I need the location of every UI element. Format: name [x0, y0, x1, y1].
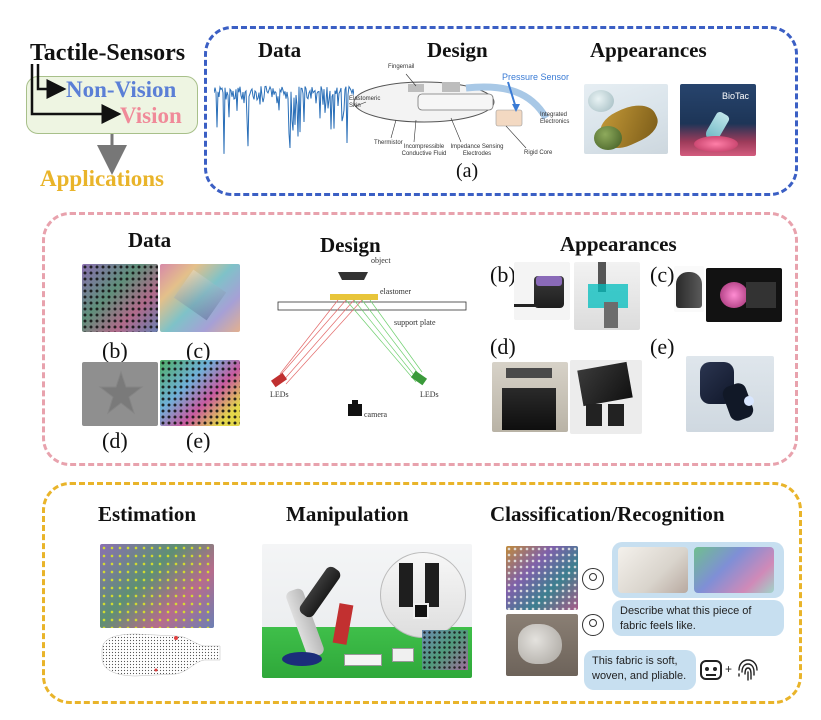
- nv-label-impedance-electrodes: Impedance Sensing Electrodes: [450, 144, 504, 157]
- v-appearances-heading: Appearances: [560, 232, 677, 256]
- fingerprint-icon: [738, 659, 758, 681]
- chat-answer-bubble: This fabric is soft, woven, and pliable.: [584, 650, 696, 690]
- v-design-label-leds-left: LEDs: [270, 390, 289, 399]
- classification-rock-photo: [506, 614, 578, 676]
- v-data-caption-c: (c): [186, 338, 211, 363]
- nv-appearance-photo-biotac: [680, 84, 756, 156]
- v-app-photo-b2: [574, 262, 640, 330]
- v-data-heading: Data: [128, 228, 172, 252]
- classification-heading: Classification/Recognition: [490, 502, 725, 526]
- nv-appearance-photo-1: [584, 84, 668, 154]
- nv-caption-a: (a): [456, 160, 479, 182]
- v-data-caption-e: (e): [186, 428, 211, 453]
- v-design-diagram: [270, 272, 467, 416]
- chat-image-bubble: [612, 542, 784, 598]
- nv-label-fingernail: Fingernail: [388, 64, 415, 70]
- nv-label-elastomeric-skin: Elastomeric Skin: [349, 96, 381, 109]
- non-vision-section: [204, 26, 798, 196]
- applications-section: [42, 482, 802, 704]
- nv-appearances-heading: Appearances: [590, 38, 707, 62]
- v-data-image-e: [160, 360, 240, 426]
- v-app-photo-c2: [706, 268, 782, 322]
- v-design-label-elastomer: elastomer: [380, 287, 412, 296]
- star-shape: [98, 370, 144, 415]
- v-data-caption-b: (b): [102, 338, 128, 363]
- nv-biotac-label: BioTac: [722, 91, 750, 101]
- v-design-label-leds-right: LEDs: [420, 390, 439, 399]
- user-avatar-head: [589, 573, 597, 581]
- v-app-photo-b1: [514, 262, 570, 320]
- v-data-image-d: [82, 362, 158, 426]
- user-avatar-head-2: [589, 619, 597, 627]
- tree-arrows: [30, 64, 127, 175]
- v-app-caption-e: (e): [650, 334, 675, 359]
- nv-label-pressure-sensor: Pressure Sensor: [502, 72, 570, 82]
- nv-label-integrated-electronics: Integrated Electronics: [540, 112, 570, 125]
- robot-icon: [700, 660, 722, 680]
- manipulation-robot-photo: [262, 544, 472, 678]
- nv-label-incompressible-fluid: Incompressible Conductive Fluid: [401, 144, 447, 157]
- nv-label-thermistor: Thermistor: [374, 140, 403, 146]
- nv-design-heading: Design: [427, 38, 488, 62]
- v-data-image-c: [160, 264, 240, 332]
- plus-icon: +: [725, 662, 733, 676]
- v-design-label-camera: camera: [364, 410, 388, 419]
- v-design-heading: Design: [320, 233, 381, 257]
- nv-label-rigid-core: Rigid Core: [524, 150, 553, 156]
- v-app-caption-b: (b): [490, 262, 516, 287]
- estimation-point-cloud: [101, 633, 221, 677]
- nv-data-heading: Data: [258, 38, 302, 62]
- vision-label: Vision: [120, 103, 182, 128]
- v-app-caption-d: (d): [490, 334, 516, 359]
- manipulation-heading: Manipulation: [286, 502, 409, 526]
- nv-design-diagram: [353, 73, 550, 149]
- v-data-caption-d: (d): [102, 428, 128, 453]
- v-app-photo-c1: [674, 266, 704, 312]
- estimation-vector-field: [100, 544, 214, 628]
- nv-signal-plot: [214, 85, 354, 154]
- vision-section: [42, 212, 798, 466]
- v-app-caption-c: (c): [650, 262, 675, 287]
- v-app-photo-e: [686, 356, 774, 432]
- v-design-label-support-plate: support plate: [394, 318, 436, 327]
- v-data-image-b: [82, 264, 158, 332]
- tactile-sensors-title: Tactile-Sensors: [30, 40, 186, 66]
- non-vision-label: Non-Vision: [66, 77, 177, 102]
- v-app-photo-d2: [570, 360, 642, 434]
- v-app-photo-d1: [492, 362, 568, 432]
- v-design-label-object: object: [371, 256, 391, 265]
- chat-question-bubble: Describe what this piece of fabric feels…: [612, 600, 784, 636]
- applications-label: Applications: [40, 166, 164, 191]
- classification-tactile-image: [506, 546, 578, 610]
- estimation-heading: Estimation: [98, 502, 197, 526]
